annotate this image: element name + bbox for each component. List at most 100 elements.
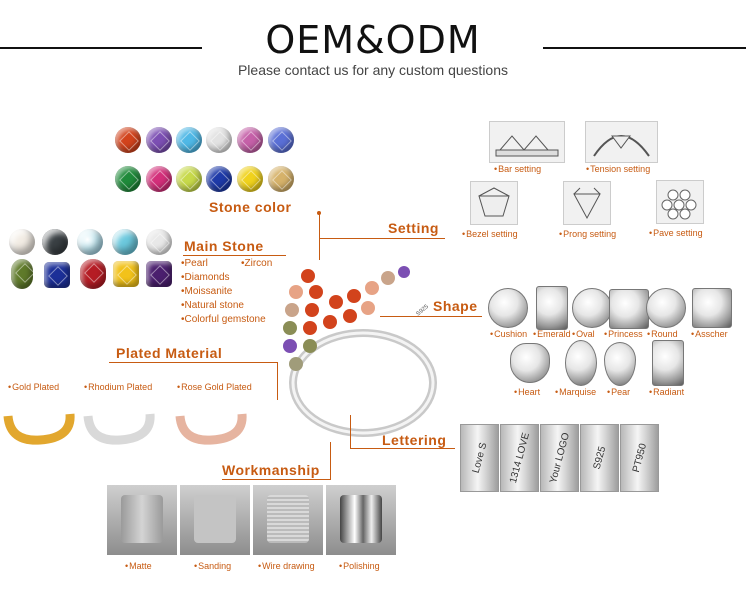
shape-caption: Round — [647, 329, 678, 339]
stone-color-gem — [237, 127, 263, 153]
lettering-label: Lettering — [382, 432, 447, 448]
lettering-sample: PT950 — [620, 424, 659, 492]
setting-bezel-image — [470, 181, 518, 225]
main-stone-item: Diamonds — [181, 271, 266, 285]
main-stone-label: Main Stone — [184, 238, 264, 254]
pearl-black — [42, 229, 68, 255]
workmanship-tile-matte — [107, 485, 177, 555]
setting-bar-image — [489, 121, 565, 163]
shape-caption: Emerald — [533, 329, 571, 339]
header-rule-right — [543, 47, 746, 49]
lettering-sample: Love S — [460, 424, 499, 492]
lettering-leader-vertical — [350, 415, 351, 449]
workmanship-caption: Matte — [125, 561, 152, 571]
lettering-sample-text: Your LOGO — [547, 431, 572, 485]
stone-color-gem — [146, 127, 172, 153]
plating-caption: Rose Gold Plated — [177, 382, 252, 392]
lettering-sample: S925 — [580, 424, 619, 492]
bar-setting-icon — [495, 135, 559, 157]
setting-pave-image — [656, 180, 704, 224]
radiant-diamond — [652, 340, 684, 386]
plated-rings — [3, 413, 247, 445]
plating-caption: Gold Plated — [8, 382, 59, 392]
pearl-white — [9, 229, 35, 255]
round-diamond — [646, 288, 686, 328]
shape-caption: Princess — [604, 329, 643, 339]
setting-label: Setting — [388, 220, 439, 236]
header-rule-left — [0, 47, 202, 49]
sapphire-stone — [44, 262, 70, 288]
lettering-sample: 1314 LOVE — [500, 424, 539, 492]
pave-setting-icon — [661, 189, 697, 220]
stone-color-gem — [115, 127, 141, 153]
princess-diamond — [609, 289, 649, 329]
setting-pave-caption: Pave setting — [649, 228, 703, 238]
ring-image: S925 — [283, 266, 437, 437]
lettering-underline — [350, 448, 455, 449]
lettering-sample: Your LOGO — [540, 424, 579, 492]
setting-tension-image — [585, 121, 658, 163]
cushion-diamond — [488, 288, 528, 328]
setting-prong-image — [563, 181, 611, 225]
shape-caption: Cushion — [490, 329, 527, 339]
shape-underline — [380, 316, 482, 317]
page-title: OEM&ODM — [265, 18, 481, 62]
main-stone-item-zircon: Zircon — [241, 257, 273, 271]
plating-caption: Rhodium Plated — [84, 382, 152, 392]
shape-caption: Asscher — [691, 329, 728, 339]
stone-color-dot — [317, 211, 321, 215]
main-stone-item: Colorful gemstone — [181, 313, 266, 327]
workmanship-tile-sanding — [180, 485, 250, 555]
shape-caption: Pear — [607, 387, 630, 397]
peridot-stone — [11, 259, 33, 289]
workmanship-caption: Sanding — [194, 561, 231, 571]
stone-color-leader — [319, 214, 320, 260]
main-stone-list: Pearl Diamonds Moissanite Natural stone … — [181, 257, 266, 327]
main-stone-extra: Zircon — [241, 257, 273, 271]
main-stone-item: Pearl — [181, 257, 266, 271]
shape-label: Shape — [433, 298, 478, 314]
workmanship-underline — [222, 479, 330, 480]
stone-color-gem — [237, 166, 263, 192]
workmanship-tile-wire — [253, 485, 323, 555]
lettering-sample-text: PT950 — [630, 442, 649, 474]
marquise-diamond — [565, 340, 597, 386]
aqua-stone — [112, 229, 138, 255]
diamond-stone — [146, 229, 172, 255]
pear-diamond — [604, 342, 636, 386]
workmanship-leader — [330, 442, 331, 480]
stone-color-label: Stone color — [209, 199, 292, 215]
plated-leader-vertical — [277, 362, 278, 400]
stone-color-gem — [268, 166, 294, 192]
setting-prong-caption: Prong setting — [559, 229, 616, 239]
setting-bar-caption: Bar setting — [494, 164, 541, 174]
lettering-sample-text: Love S — [470, 441, 489, 475]
stone-color-gem — [176, 127, 202, 153]
workmanship-tile-polishing — [326, 485, 396, 555]
opal-stone — [77, 229, 103, 255]
stone-color-gem — [176, 166, 202, 192]
bezel-setting-icon — [478, 187, 510, 217]
tension-setting-icon — [593, 135, 650, 157]
shape-caption: Radiant — [649, 387, 684, 397]
lettering-sample-text: 1314 LOVE — [507, 431, 532, 485]
setting-tension-caption: Tension setting — [586, 164, 650, 174]
amethyst-stone — [146, 261, 172, 287]
prong-setting-icon — [573, 187, 601, 220]
main-stone-underline — [183, 255, 286, 256]
plated-leader — [109, 362, 277, 363]
stone-color-gem — [268, 127, 294, 153]
stone-color-gem — [206, 166, 232, 192]
main-stone-item: Natural stone — [181, 299, 266, 313]
citrine-stone — [113, 261, 139, 287]
setting-bezel-caption: Bezel setting — [462, 229, 518, 239]
shape-caption: Marquise — [555, 387, 596, 397]
workmanship-caption: Wire drawing — [258, 561, 315, 571]
asscher-diamond — [692, 288, 732, 328]
stone-color-gem — [115, 166, 141, 192]
stone-color-gem — [146, 166, 172, 192]
shape-caption: Heart — [514, 387, 540, 397]
stone-color-gem — [206, 127, 232, 153]
shape-caption: Oval — [572, 329, 595, 339]
heart-diamond — [510, 343, 550, 383]
